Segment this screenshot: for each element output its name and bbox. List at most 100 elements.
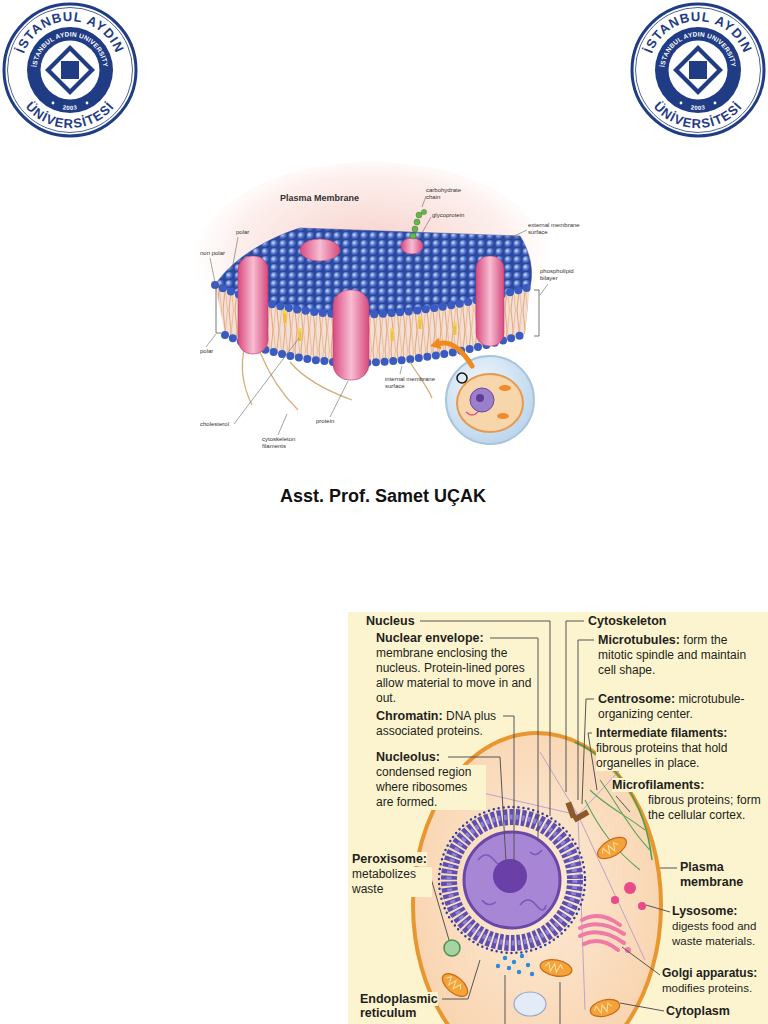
membrane-illustration — [497, 413, 509, 419]
membrane-illustration — [440, 343, 472, 366]
membrane-illustration — [422, 196, 426, 207]
label-block: Nucleus — [366, 614, 415, 629]
membrane-illustration — [457, 373, 467, 383]
cell-diagram — [578, 640, 594, 800]
cell-diagram — [585, 800, 640, 870]
logo-year: 2003 — [690, 104, 706, 111]
cell-diagram — [622, 947, 660, 975]
university-logo — [45, 45, 95, 95]
logo-inner-text: İSTANBUL AYDIN UNIVERSITY — [31, 30, 110, 67]
logo-year: 2003 — [690, 104, 706, 111]
logo-inner-text: İSTANBUL AYDIN UNIVERSITY — [659, 30, 738, 67]
university-logo — [636, 8, 761, 133]
label-block: Asst. Prof. Samet UÇAK — [0, 486, 767, 508]
university-logo — [51, 51, 89, 89]
cell-diagram — [517, 970, 521, 974]
cell-diagram — [578, 815, 585, 1010]
cell-diagram — [580, 916, 624, 950]
label-block: external membrane surface — [528, 222, 580, 236]
cell-diagram — [348, 612, 768, 1024]
membrane-illustration — [283, 310, 287, 314]
cell-term: Golgi apparatus: — [662, 966, 757, 980]
cell-diagram — [582, 699, 594, 804]
membrane-illustration — [283, 310, 287, 323]
membrane-illustration — [238, 256, 268, 354]
cell-diagram — [588, 996, 621, 1019]
membrane-illustration — [390, 328, 394, 341]
label-block: Centrosome:microtubule-organizing center… — [598, 692, 754, 722]
label-block: Golgi apparatus:modifies proteins. — [662, 966, 757, 996]
cell-part-label: Cytoplasm — [666, 1004, 730, 1018]
membrane-illustration — [206, 196, 548, 435]
label-block: Cytoskeleton — [588, 614, 667, 629]
label-block: cholesterol — [200, 421, 229, 428]
membrane-illustration — [534, 290, 539, 336]
membrane-illustration — [499, 385, 511, 391]
cell-diagram — [660, 868, 677, 869]
cell-diagram — [464, 832, 560, 928]
label-block: internal membrane surface — [385, 376, 445, 390]
cell-term: Chromatin: — [376, 709, 443, 723]
membrane-illustration — [390, 328, 394, 332]
membrane-illustration — [414, 219, 420, 225]
membrane-label: carbohydrate chain — [426, 187, 461, 200]
logo-year: 2003 — [62, 104, 78, 111]
membrane-illustration — [506, 230, 527, 240]
label-block: glycoprotein — [432, 212, 464, 219]
membrane-illustration — [476, 394, 484, 402]
membrane-illustration — [206, 334, 216, 347]
cell-diagram — [449, 817, 575, 943]
university-logo — [689, 61, 707, 79]
membrane-illustration — [418, 316, 422, 329]
logo-ring-text: ÜNİVERSİTESİ — [23, 99, 117, 132]
label-block: Cytoplasm — [666, 1004, 730, 1019]
university-logo — [61, 61, 79, 79]
cell-diagram — [514, 992, 546, 1016]
membrane-illustration — [410, 233, 416, 239]
membrane-illustration — [300, 239, 340, 261]
cell-diagram — [438, 969, 471, 1001]
membrane-label: internal membrane surface — [385, 376, 435, 389]
cell-diagram — [449, 817, 575, 943]
label-block: polar — [200, 348, 213, 355]
membrane-illustration — [278, 414, 287, 435]
label-block: Lysosome:digests food and waste material… — [672, 904, 764, 949]
cell-term: Lysosome: — [672, 904, 738, 918]
membrane-illustration — [210, 258, 216, 287]
membrane-illustration — [232, 237, 238, 270]
membrane-illustration — [391, 331, 394, 341]
membrane-label: polar — [236, 229, 249, 235]
membrane-illustration — [430, 338, 441, 350]
university-logo — [41, 41, 100, 100]
cell-diagram — [573, 809, 590, 822]
university-logo — [4, 4, 136, 136]
university-logo — [655, 27, 741, 113]
cell-diagram — [520, 900, 546, 910]
cell-diagram — [594, 833, 630, 863]
label-block: Microfilaments:fibrous proteins; form th… — [612, 778, 762, 823]
university-logo — [8, 8, 133, 133]
membrane-illustration — [330, 381, 348, 417]
membrane-illustration — [457, 374, 523, 432]
logo-inner-text: İSTANBUL AYDIN UNIVERSITY — [659, 30, 738, 67]
membrane-illustration — [260, 352, 298, 410]
membrane-label: cytoskeleton filaments — [262, 436, 295, 449]
cell-diagram — [512, 960, 516, 964]
label-block: Intermediate filaments:fibrous proteins … — [596, 726, 762, 771]
label-block: non polar — [200, 250, 225, 257]
university-logo — [714, 102, 717, 105]
label-block: Nucleolus:condensed region where ribosom… — [376, 750, 486, 810]
cell-description: modifies proteins. — [662, 981, 752, 996]
cell-diagram — [530, 972, 534, 976]
membrane-illustration — [234, 338, 299, 424]
cell-diagram — [544, 962, 563, 973]
membrane-label: external membrane surface — [528, 222, 580, 235]
university-logo — [632, 4, 764, 136]
university-logo — [4, 4, 136, 136]
membrane-illustration — [453, 322, 457, 335]
membrane-illustration — [410, 209, 427, 239]
cell-term: Microtubules: — [598, 633, 680, 647]
university-logo — [669, 41, 728, 100]
membrane-illustration — [470, 388, 494, 412]
label-block: protein — [316, 418, 334, 425]
